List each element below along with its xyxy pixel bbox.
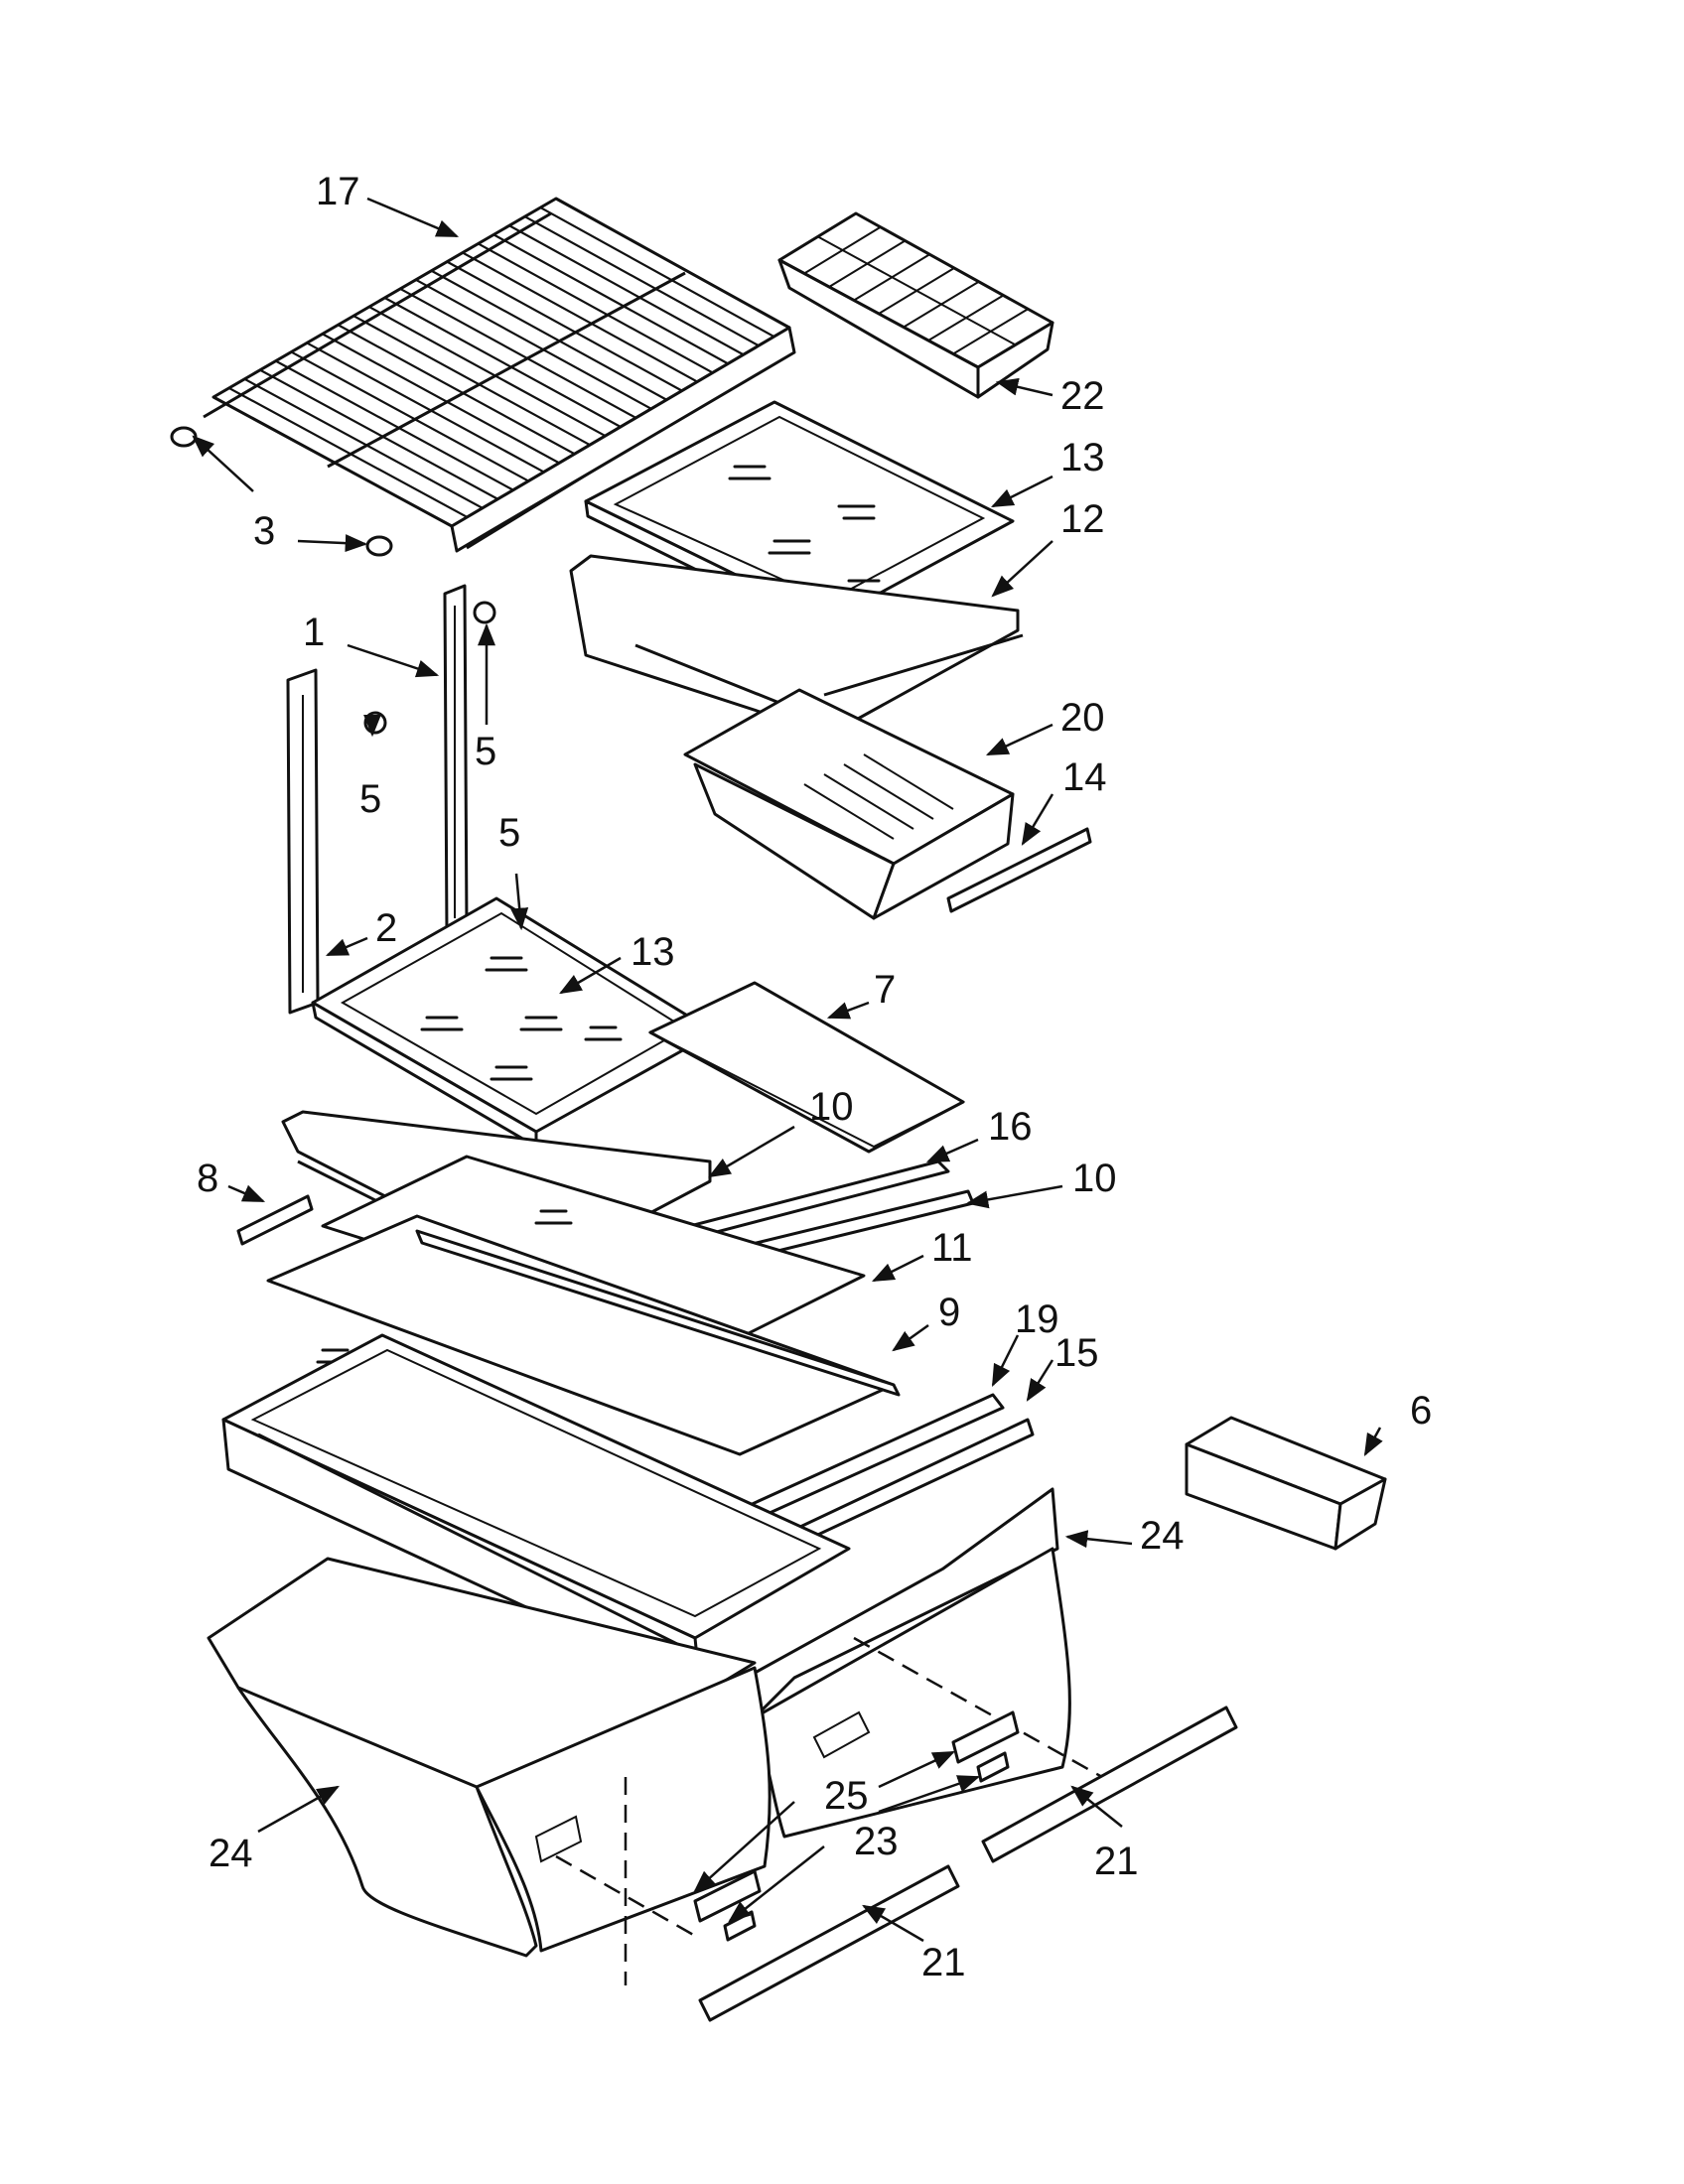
callout-8: 8 — [197, 1157, 218, 1200]
callout-22: 22 — [1060, 374, 1105, 418]
callout-10-a: 10 — [809, 1085, 854, 1129]
shelf-rail-right — [443, 584, 469, 937]
callout-1: 1 — [303, 611, 325, 654]
crisper-cover-frame — [266, 1214, 901, 1456]
callout-2: 2 — [375, 906, 397, 950]
callout-20: 20 — [1060, 696, 1105, 740]
callout-25: 25 — [824, 1774, 869, 1818]
callout-labels: 17 22 13 12 3 1 5 5 20 14 5 2 13 7 10 16… — [197, 170, 1432, 1984]
callout-6: 6 — [1410, 1389, 1432, 1433]
callout-11: 11 — [931, 1226, 973, 1270]
callout-23: 23 — [854, 1820, 899, 1863]
shelf-rail-left — [286, 668, 320, 1015]
callout-5-a: 5 — [475, 730, 496, 773]
callout-19: 19 — [1015, 1297, 1059, 1341]
callout-5-c: 5 — [498, 811, 520, 855]
callout-21-right: 21 — [1094, 1840, 1139, 1883]
callout-3: 3 — [253, 509, 275, 553]
callout-15: 15 — [1054, 1331, 1099, 1375]
callout-13-lower: 13 — [631, 930, 675, 974]
drawer-slide-bracket — [693, 1710, 1020, 1923]
leader-lines — [192, 197, 1383, 1943]
wire-shelf — [203, 197, 796, 553]
shelf-frame-upper — [569, 554, 1024, 737]
callout-14: 14 — [1062, 755, 1107, 799]
callout-21-left: 21 — [921, 1941, 966, 1984]
pan-trim-strip — [946, 827, 1092, 913]
callout-10-b: 10 — [1072, 1157, 1117, 1200]
drawer-front-trim — [698, 1706, 1238, 2022]
callout-9: 9 — [938, 1291, 960, 1334]
callout-5-b: 5 — [359, 777, 381, 821]
callout-24-left: 24 — [209, 1832, 253, 1875]
callout-16: 16 — [988, 1105, 1033, 1149]
door-bin — [1185, 1416, 1387, 1551]
callout-7: 7 — [874, 968, 896, 1012]
callout-13-upper: 13 — [1060, 436, 1105, 479]
callout-24-right: 24 — [1140, 1514, 1185, 1558]
callout-17: 17 — [316, 170, 360, 213]
callout-12: 12 — [1060, 497, 1105, 541]
ice-cube-tray — [777, 211, 1054, 399]
meat-pan — [683, 688, 1015, 920]
frame-end-cap — [236, 1194, 314, 1246]
